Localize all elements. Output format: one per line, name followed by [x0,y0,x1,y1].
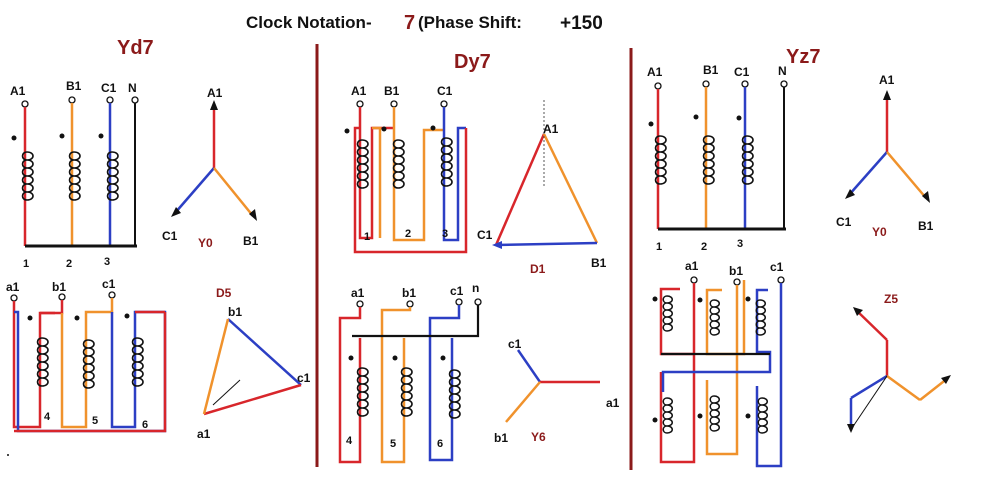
yz7-primary-winding: A1 B1 C1 N 1 2 3 [647,63,788,253]
winding-number-1: 1 [23,258,29,270]
terminal-label-a1: a1 [6,280,20,294]
vector-group-label: D1 [530,262,546,276]
vector-group-label: D5 [216,286,232,300]
terminal-label-B1: B1 [384,84,400,98]
terminal-label-B1: B1 [703,63,719,77]
winding-number-1: 1 [364,231,370,243]
vector-label-A1: A1 [879,73,895,87]
vector-label-A1: A1 [543,122,559,136]
terminal-label-A1: A1 [10,84,26,98]
terminal-label-n: n [472,281,479,295]
section-dy7: Dy7 A1 B1 C1 1 2 3 [338,51,620,464]
dy7-secondary-vector-y6: c1 a1 b1 Y6 [494,337,620,445]
terminal-label-N: N [778,64,787,78]
terminal-label-C1: C1 [101,81,117,95]
terminal-label-N: N [128,81,137,95]
vector-label-c1: c1 [297,371,311,385]
vector-label-A1: A1 [207,86,223,100]
terminal-label-C1: C1 [734,65,750,79]
terminal-label-b1: b1 [402,286,416,300]
winding-number-6: 6 [437,438,443,450]
section-title-yz7: Yz7 [786,46,820,68]
vector-label-B1: B1 [591,256,607,270]
terminal-label-c1: c1 [102,277,116,291]
vector-label-C1: C1 [477,228,493,242]
winding-number-3: 3 [442,228,448,240]
vector-label-a1: a1 [197,427,211,441]
vector-label-b1: b1 [494,431,508,445]
vector-label-B1: B1 [918,219,934,233]
winding-number-4: 4 [44,411,51,423]
terminal-label-a1: a1 [685,259,699,273]
vector-label-B1: B1 [243,234,259,248]
yd7-secondary-vector-d5: D5 b1 c1 a1 [197,286,311,441]
title-prefix: Clock Notation- [246,13,372,32]
terminal-label-b1: b1 [729,264,743,278]
vector-group-label: Y0 [872,225,887,239]
winding-number-3: 3 [104,256,110,268]
section-title-yd7: Yd7 [117,37,154,59]
vector-group-label: Y6 [531,430,546,444]
yz7-secondary-winding: a1 b1 c1 [652,259,785,468]
winding-number-4: 4 [346,435,353,447]
winding-number-2: 2 [405,228,411,240]
terminal-label-a1: a1 [351,286,365,300]
title-clock-number: 7 [404,12,415,34]
winding-number-5: 5 [92,415,98,427]
terminal-label-C1: C1 [437,84,453,98]
page-title: Clock Notation- 7 (Phase Shift: +150 [246,12,603,34]
winding-number-2: 2 [66,258,72,270]
terminal-label-A1: A1 [351,84,367,98]
vector-label-C1: C1 [162,229,178,243]
section-yd7: Yd7 A1 B1 C1 N 1 2 3 [6,37,311,441]
section-yz7: Yz7 A1 B1 C1 N 1 2 3 [647,46,951,468]
vector-group-label: Z5 [884,292,898,306]
dy7-primary-vector-d1: A1 C1 B1 D1 [477,100,607,276]
title-phase-shift: +150 [560,13,603,34]
vector-label-C1: C1 [836,215,852,229]
winding-number-2: 2 [701,241,707,253]
terminal-label-c1: c1 [770,260,784,274]
winding-number-6: 6 [142,419,148,431]
vector-label-a1: a1 [606,396,620,410]
terminal-label-A1: A1 [647,65,663,79]
dy7-secondary-winding: a1 b1 c1 n 4 5 6 [338,281,482,464]
yd7-primary-winding: A1 B1 C1 N 1 2 3 [10,79,139,270]
winding-number-1: 1 [656,241,662,253]
winding-number-3: 3 [737,238,743,250]
title-suffix: (Phase Shift: [418,13,522,32]
dy7-primary-winding: A1 B1 C1 1 2 3 [344,84,468,254]
section-title-dy7: Dy7 [454,51,491,73]
yz7-secondary-vector-z5: Z5 [847,292,951,433]
yd7-secondary-winding: a1 b1 c1 4 5 6 [6,277,167,433]
yz7-primary-vector-y0: A1 C1 B1 Y0 [836,73,934,239]
vector-label-c1: c1 [508,337,522,351]
yd7-primary-vector-y0: A1 C1 B1 Y0 [162,86,259,250]
vector-label-b1: b1 [228,305,242,319]
vector-group-label: Y0 [198,236,213,250]
terminal-label-b1: b1 [52,280,66,294]
terminal-label-c1: c1 [450,284,464,298]
terminal-label-B1: B1 [66,79,82,93]
winding-number-5: 5 [390,438,396,450]
